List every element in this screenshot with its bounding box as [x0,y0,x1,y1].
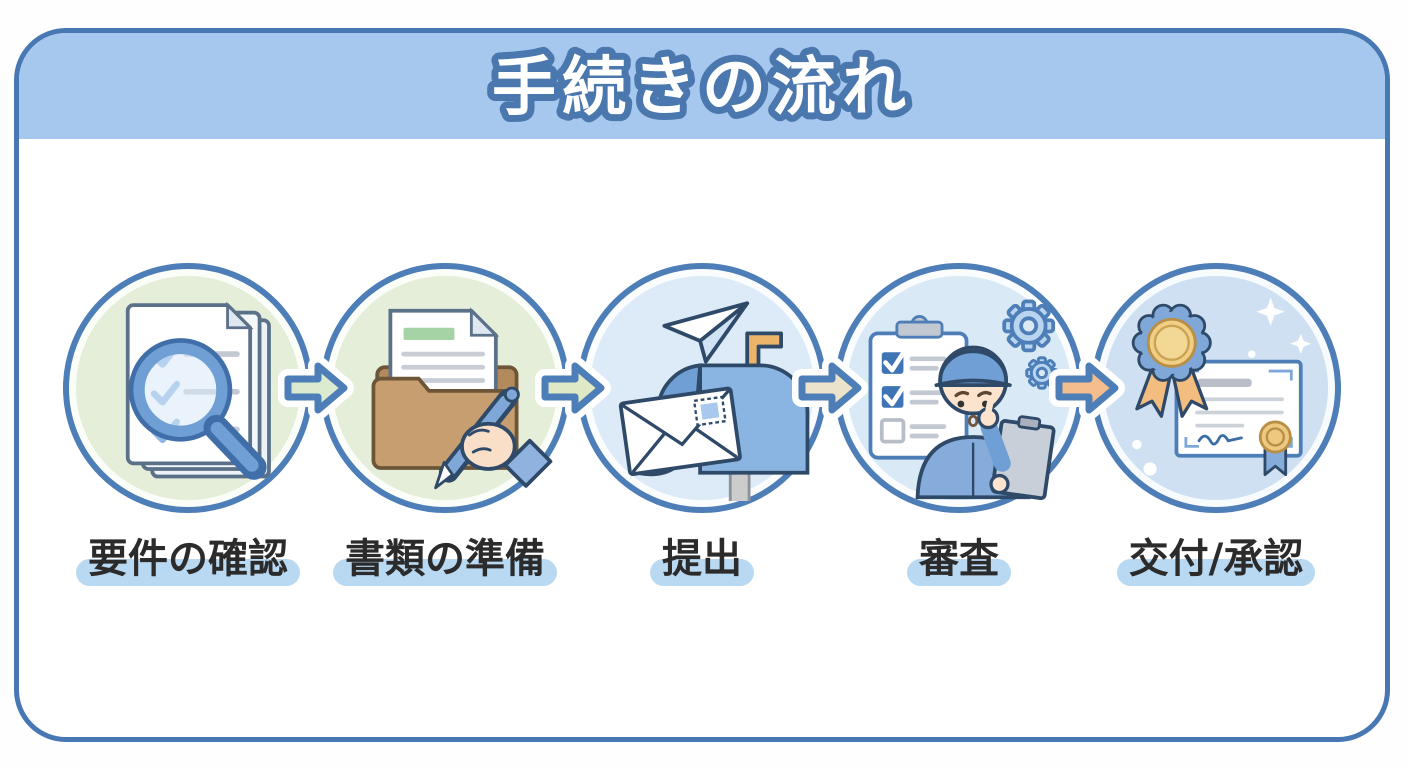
folder-writing-icon [371,307,553,490]
label-highlight [333,559,557,586]
procedure-flow-card: 手続きの流れ [14,28,1390,742]
label-slot-2: 書類の準備 [320,535,570,586]
label-highlight [1116,559,1316,586]
page-title: 手続きの流れ [492,51,912,125]
labels-row: 要件の確認 書類の準備 提出 審査 [19,535,1385,586]
rosette-medal [1131,303,1212,382]
steps-row [19,263,1385,513]
step-circle-approval [1091,263,1341,513]
label-slot-1: 要件の確認 [63,535,313,586]
label-highlight [907,559,1011,586]
inspector-clipboard-icon [868,299,1059,501]
certificate-medal-icon [1131,297,1312,477]
label-slot-5: 交付/承認 [1091,535,1341,586]
label-highlight [76,559,300,586]
title-graphic: 手続きの流れ [485,44,913,132]
flow-arrow-4 [1049,356,1125,420]
magnifier-documents-icon [125,301,271,480]
label-highlight [650,559,754,586]
step-label-requirements: 要件の確認 [76,535,300,586]
step-label-approval: 交付/承認 [1116,535,1316,586]
label-slot-4: 審査 [834,535,1084,586]
step-circle-submission [577,263,827,513]
step-circle-documents [320,263,570,513]
flow-arrow-2 [535,356,611,420]
mailbox-envelope-icon [618,301,810,501]
header-band: 手続きの流れ [19,33,1385,139]
step-label-review: 審査 [907,535,1011,586]
step-circle-review [834,263,1084,513]
gear-icon [1002,299,1059,390]
flow-arrow-3 [792,356,868,420]
step-circle-requirements [63,263,313,513]
step-label-submission: 提出 [650,535,754,586]
flow-arrow-1 [278,356,354,420]
label-slot-3: 提出 [577,535,827,586]
step-label-documents: 書類の準備 [333,535,557,586]
